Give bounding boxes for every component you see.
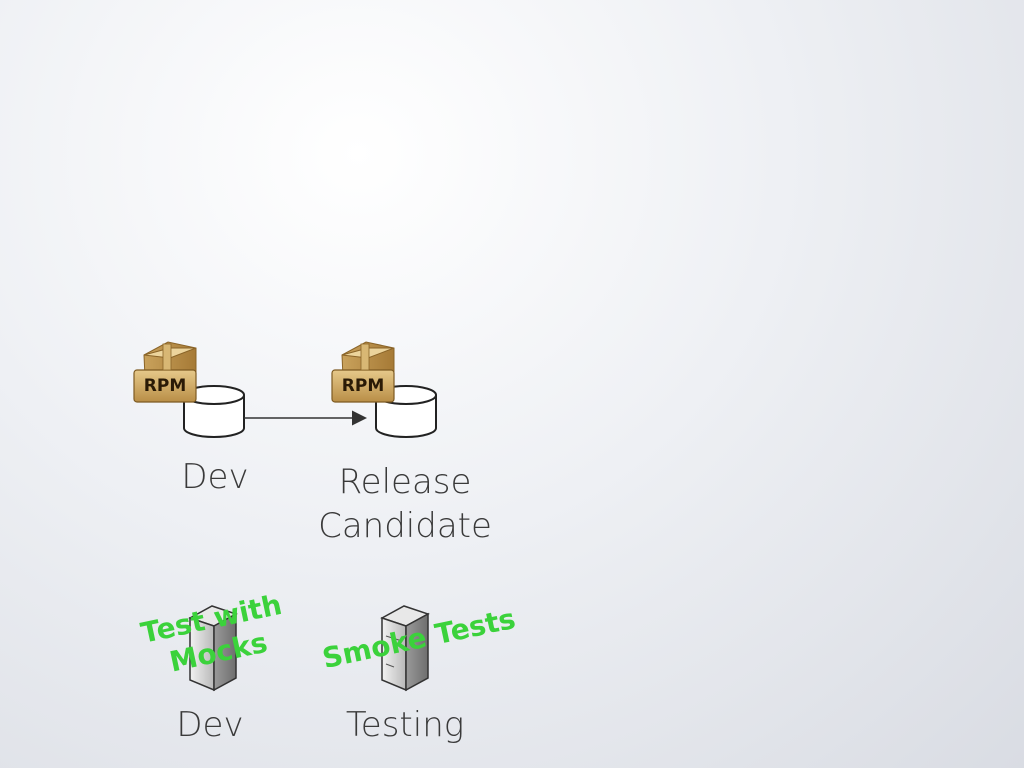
rpm-badge-left: RPM (143, 376, 187, 396)
testing-server-label: Testing (345, 705, 465, 745)
dev-repo-cylinder-icon (183, 385, 245, 438)
rpm-package-icon-left (133, 341, 197, 403)
rpm-package-icon-right (331, 341, 395, 403)
dev-repo-label: Dev (181, 457, 249, 497)
rpm-badge-right: RPM (341, 376, 385, 396)
dev-server-tower-icon (188, 605, 238, 692)
testing-server-tower-icon (380, 605, 430, 692)
release-candidate-label: Release Candidate (318, 462, 492, 546)
dev-server-label: Dev (176, 705, 244, 745)
